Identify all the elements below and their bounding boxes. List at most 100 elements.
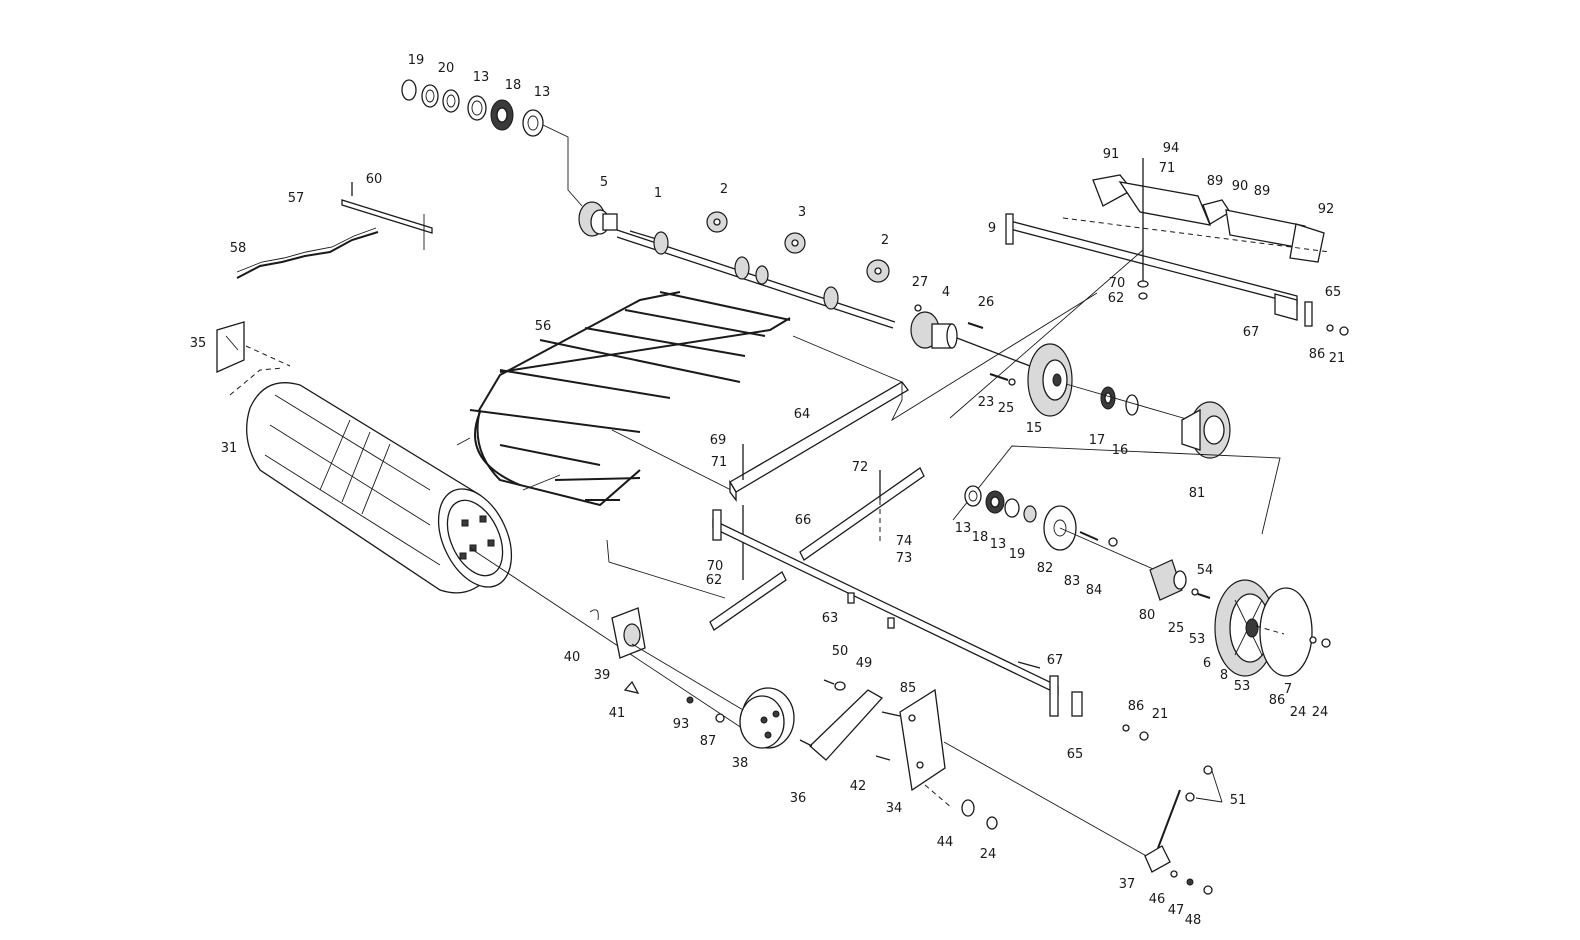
part-label-23: 23 — [978, 395, 995, 410]
part-label-27: 27 — [912, 275, 929, 290]
part-label-13: 13 — [955, 521, 972, 536]
part-label-64: 64 — [794, 407, 811, 422]
part-label-54: 54 — [1197, 563, 1214, 578]
guard-rail-assembly — [949, 158, 1349, 419]
part-label-38: 38 — [732, 756, 749, 771]
drum-31 — [246, 382, 513, 594]
part-label-86: 86 — [1309, 347, 1326, 362]
flange-bearing-5 — [578, 201, 618, 237]
part-label-19: 19 — [408, 53, 425, 68]
part-label-53: 53 — [1189, 632, 1206, 647]
part-label-13: 13 — [534, 85, 551, 100]
part-label-13: 13 — [990, 537, 1007, 552]
sprocket-3 — [784, 232, 806, 254]
part-label-81: 81 — [1189, 486, 1206, 501]
ring-16 — [1125, 394, 1139, 416]
sprocket-2-left — [706, 211, 728, 233]
bearing-washer-group-top — [401, 79, 583, 207]
part-label-44: 44 — [937, 835, 954, 850]
part-label-15: 15 — [1026, 421, 1043, 436]
part-label-70: 70 — [707, 559, 724, 574]
part-label-19: 19 — [1009, 547, 1026, 562]
part-label-51: 51 — [1230, 793, 1247, 808]
part-label-50: 50 — [832, 644, 849, 659]
part-label-86: 86 — [1269, 693, 1286, 708]
part-label-37: 37 — [1119, 877, 1136, 892]
part-label-58: 58 — [230, 241, 247, 256]
flange-bearing-4 — [910, 311, 1031, 367]
part-label-65: 65 — [1325, 285, 1342, 300]
rod-37 — [1144, 765, 1213, 895]
part-label-4: 4 — [942, 285, 950, 300]
conveyor-chain-56 — [469, 291, 791, 507]
part-label-84: 84 — [1086, 583, 1103, 598]
part-label-24: 24 — [1312, 705, 1329, 720]
shaft-sprockets-mounted — [653, 231, 839, 310]
part-label-74: 74 — [896, 534, 913, 549]
slat-64 — [729, 381, 909, 502]
part-label-80: 80 — [1139, 608, 1156, 623]
part-label-20: 20 — [438, 61, 455, 76]
part-label-31: 31 — [221, 441, 238, 456]
pulley-6 — [1214, 579, 1276, 677]
part-label-62: 62 — [706, 573, 723, 588]
wheel-38 — [739, 687, 795, 749]
part-label-13: 13 — [473, 70, 490, 85]
part-label-9: 9 — [988, 221, 996, 236]
part-label-60: 60 — [366, 172, 383, 187]
washer-44 — [961, 799, 975, 817]
part-label-83: 83 — [1064, 574, 1081, 589]
part-label-21: 21 — [1152, 707, 1169, 722]
cover-end-92 — [1289, 223, 1325, 263]
part-label-40: 40 — [564, 650, 581, 665]
part-label-89: 89 — [1254, 184, 1271, 199]
part-label-3: 3 — [798, 205, 806, 220]
chain-58 — [236, 227, 379, 279]
bearing-washer-group-right — [964, 485, 1161, 573]
part-label-66: 66 — [795, 513, 812, 528]
part-label-86: 86 — [1128, 699, 1145, 714]
part-label-71: 71 — [1159, 161, 1176, 176]
plate-34 — [875, 688, 1151, 859]
part-label-2: 2 — [881, 233, 889, 248]
frame-63 — [712, 509, 1059, 717]
part-label-47: 47 — [1168, 903, 1185, 918]
bar-57 — [341, 182, 433, 250]
slat-lower — [709, 571, 787, 631]
part-label-69: 69 — [710, 433, 727, 448]
part-label-24: 24 — [1290, 705, 1307, 720]
part-label-21: 21 — [1329, 351, 1346, 366]
part-label-94: 94 — [1163, 141, 1180, 156]
part-label-6: 6 — [1203, 656, 1211, 671]
part-label-46: 46 — [1149, 892, 1166, 907]
part-label-48: 48 — [1185, 913, 1202, 928]
part-label-25: 25 — [998, 401, 1015, 416]
part-label-25: 25 — [1168, 621, 1185, 636]
part-label-8: 8 — [1220, 668, 1228, 683]
part-label-62: 62 — [1108, 291, 1125, 306]
part-label-42: 42 — [850, 779, 867, 794]
part-label-1: 1 — [654, 186, 662, 201]
upper-shaft-assembly — [401, 79, 1031, 367]
part-label-7: 7 — [1284, 682, 1292, 697]
part-label-57: 57 — [288, 191, 305, 206]
part-label-63: 63 — [822, 611, 839, 626]
part-label-18: 18 — [972, 530, 989, 545]
part-label-73: 73 — [896, 551, 913, 566]
part-label-56: 56 — [535, 319, 552, 334]
bolt-23 — [989, 373, 1009, 381]
flange-81 — [1181, 401, 1231, 459]
part-label-26: 26 — [978, 295, 995, 310]
part-label-67: 67 — [1047, 653, 1064, 668]
part-label-71: 71 — [711, 455, 728, 470]
disc-cover-7 — [1255, 587, 1313, 677]
part-label-34: 34 — [886, 801, 903, 816]
part-label-90: 90 — [1232, 179, 1249, 194]
part-label-53: 53 — [1234, 679, 1251, 694]
part-label-18: 18 — [505, 78, 522, 93]
part-label-24: 24 — [980, 847, 997, 862]
part-label-65: 65 — [1067, 747, 1084, 762]
sprocket-2-right — [866, 259, 890, 283]
